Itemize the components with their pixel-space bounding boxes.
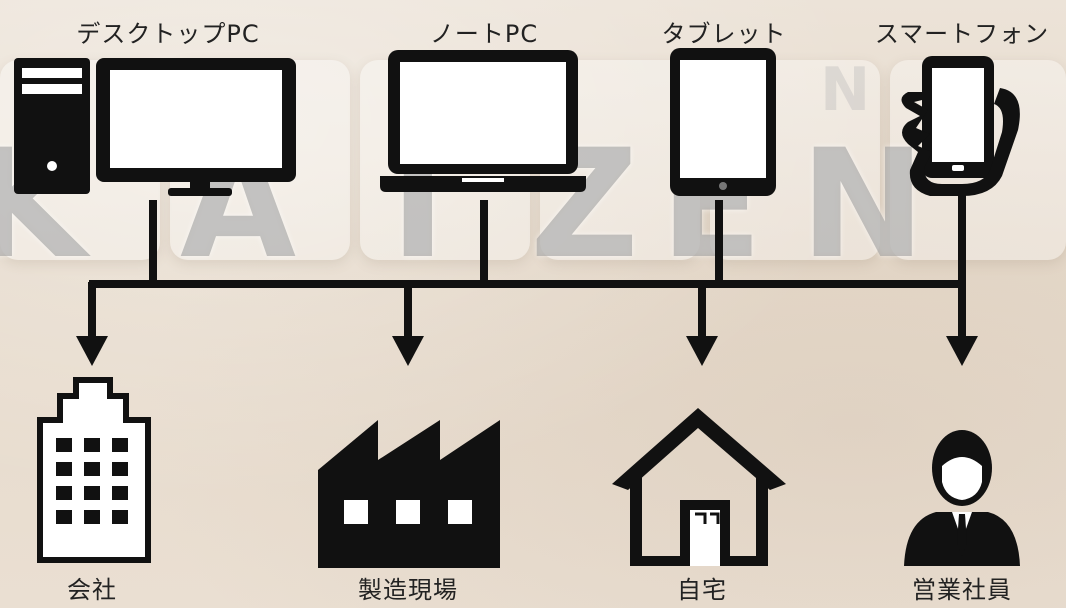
arrow-office <box>76 336 108 366</box>
laptop-icon <box>380 50 586 192</box>
watermark-letter: N <box>800 118 926 292</box>
tablet-icon <box>670 48 776 196</box>
device-label-desktop: デスクトップPC <box>76 20 260 48</box>
watermark-letter: N <box>820 55 871 125</box>
arrowheads <box>76 336 978 366</box>
device-label-laptop: ノートPC <box>429 20 539 48</box>
device-label-smartphone: スマートフォン <box>874 20 1050 48</box>
arrow-factory <box>392 336 424 366</box>
connector-lines <box>88 190 966 340</box>
house-icon <box>612 408 786 566</box>
location-label-factory: 製造現場 <box>358 576 458 604</box>
salesperson-icon <box>904 430 1020 566</box>
location-label-sales: 営業社員 <box>912 576 1012 604</box>
desktop-pc-icon <box>14 58 296 196</box>
arrow-home <box>686 336 718 366</box>
location-label-home: 自宅 <box>677 576 727 604</box>
arrow-sales <box>946 336 978 366</box>
office-building-icon <box>37 377 151 563</box>
location-label-office: 会社 <box>67 576 117 604</box>
factory-icon <box>318 420 500 568</box>
device-label-tablet: タブレット <box>661 20 787 48</box>
smartphone-icon <box>901 56 1020 196</box>
